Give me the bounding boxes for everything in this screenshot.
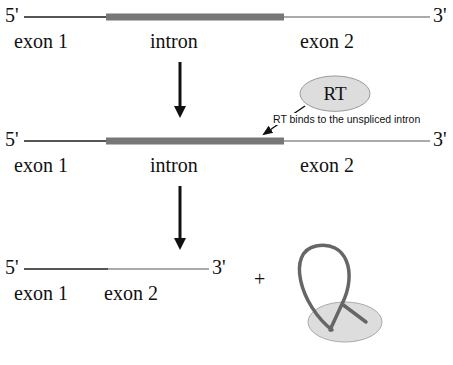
exon-1-strand: [24, 140, 106, 142]
five-prime-end: 5': [5, 128, 19, 151]
intron-lariat: [299, 245, 366, 330]
pre-mrna: [24, 17, 430, 18]
exon-1-strand: [24, 16, 106, 18]
step-arrow: [179, 62, 182, 112]
exon-label: exon 1: [14, 154, 68, 177]
ellipse-shape: [300, 76, 370, 111]
exon-1-strand: [24, 268, 108, 270]
callout-note: RT binds to the unspliced intron: [272, 113, 421, 125]
five-prime-end: 5': [5, 4, 19, 27]
exon-2-strand: [284, 16, 430, 18]
exon-2-strand: [108, 268, 209, 270]
five-prime-end: 5': [5, 256, 19, 279]
exon-label: exon 1: [14, 30, 68, 53]
exon-label: exon 2: [300, 154, 354, 177]
intron-strand: [106, 138, 284, 145]
three-prime-end: 3': [433, 128, 447, 151]
three-prime-end: 3': [212, 256, 226, 279]
exon-label: exon 1: [14, 282, 68, 305]
pre-mrna-bound: [24, 141, 430, 142]
spliced-mrna: [24, 269, 209, 270]
enzyme-name: RT: [323, 84, 346, 105]
intron-label: intron: [150, 30, 198, 53]
intron-label: intron: [150, 154, 198, 177]
exon-label: exon 2: [300, 30, 354, 53]
exon-label: exon 2: [104, 282, 158, 305]
three-prime-end: 3': [433, 4, 447, 27]
enzyme-ellipse: RT: [299, 75, 371, 112]
plus-sign: +: [254, 268, 265, 291]
exon-2-strand: [284, 140, 430, 142]
lariat-rt-complex: [299, 245, 382, 342]
intron-strand: [106, 14, 284, 21]
step-arrow: [179, 186, 182, 244]
